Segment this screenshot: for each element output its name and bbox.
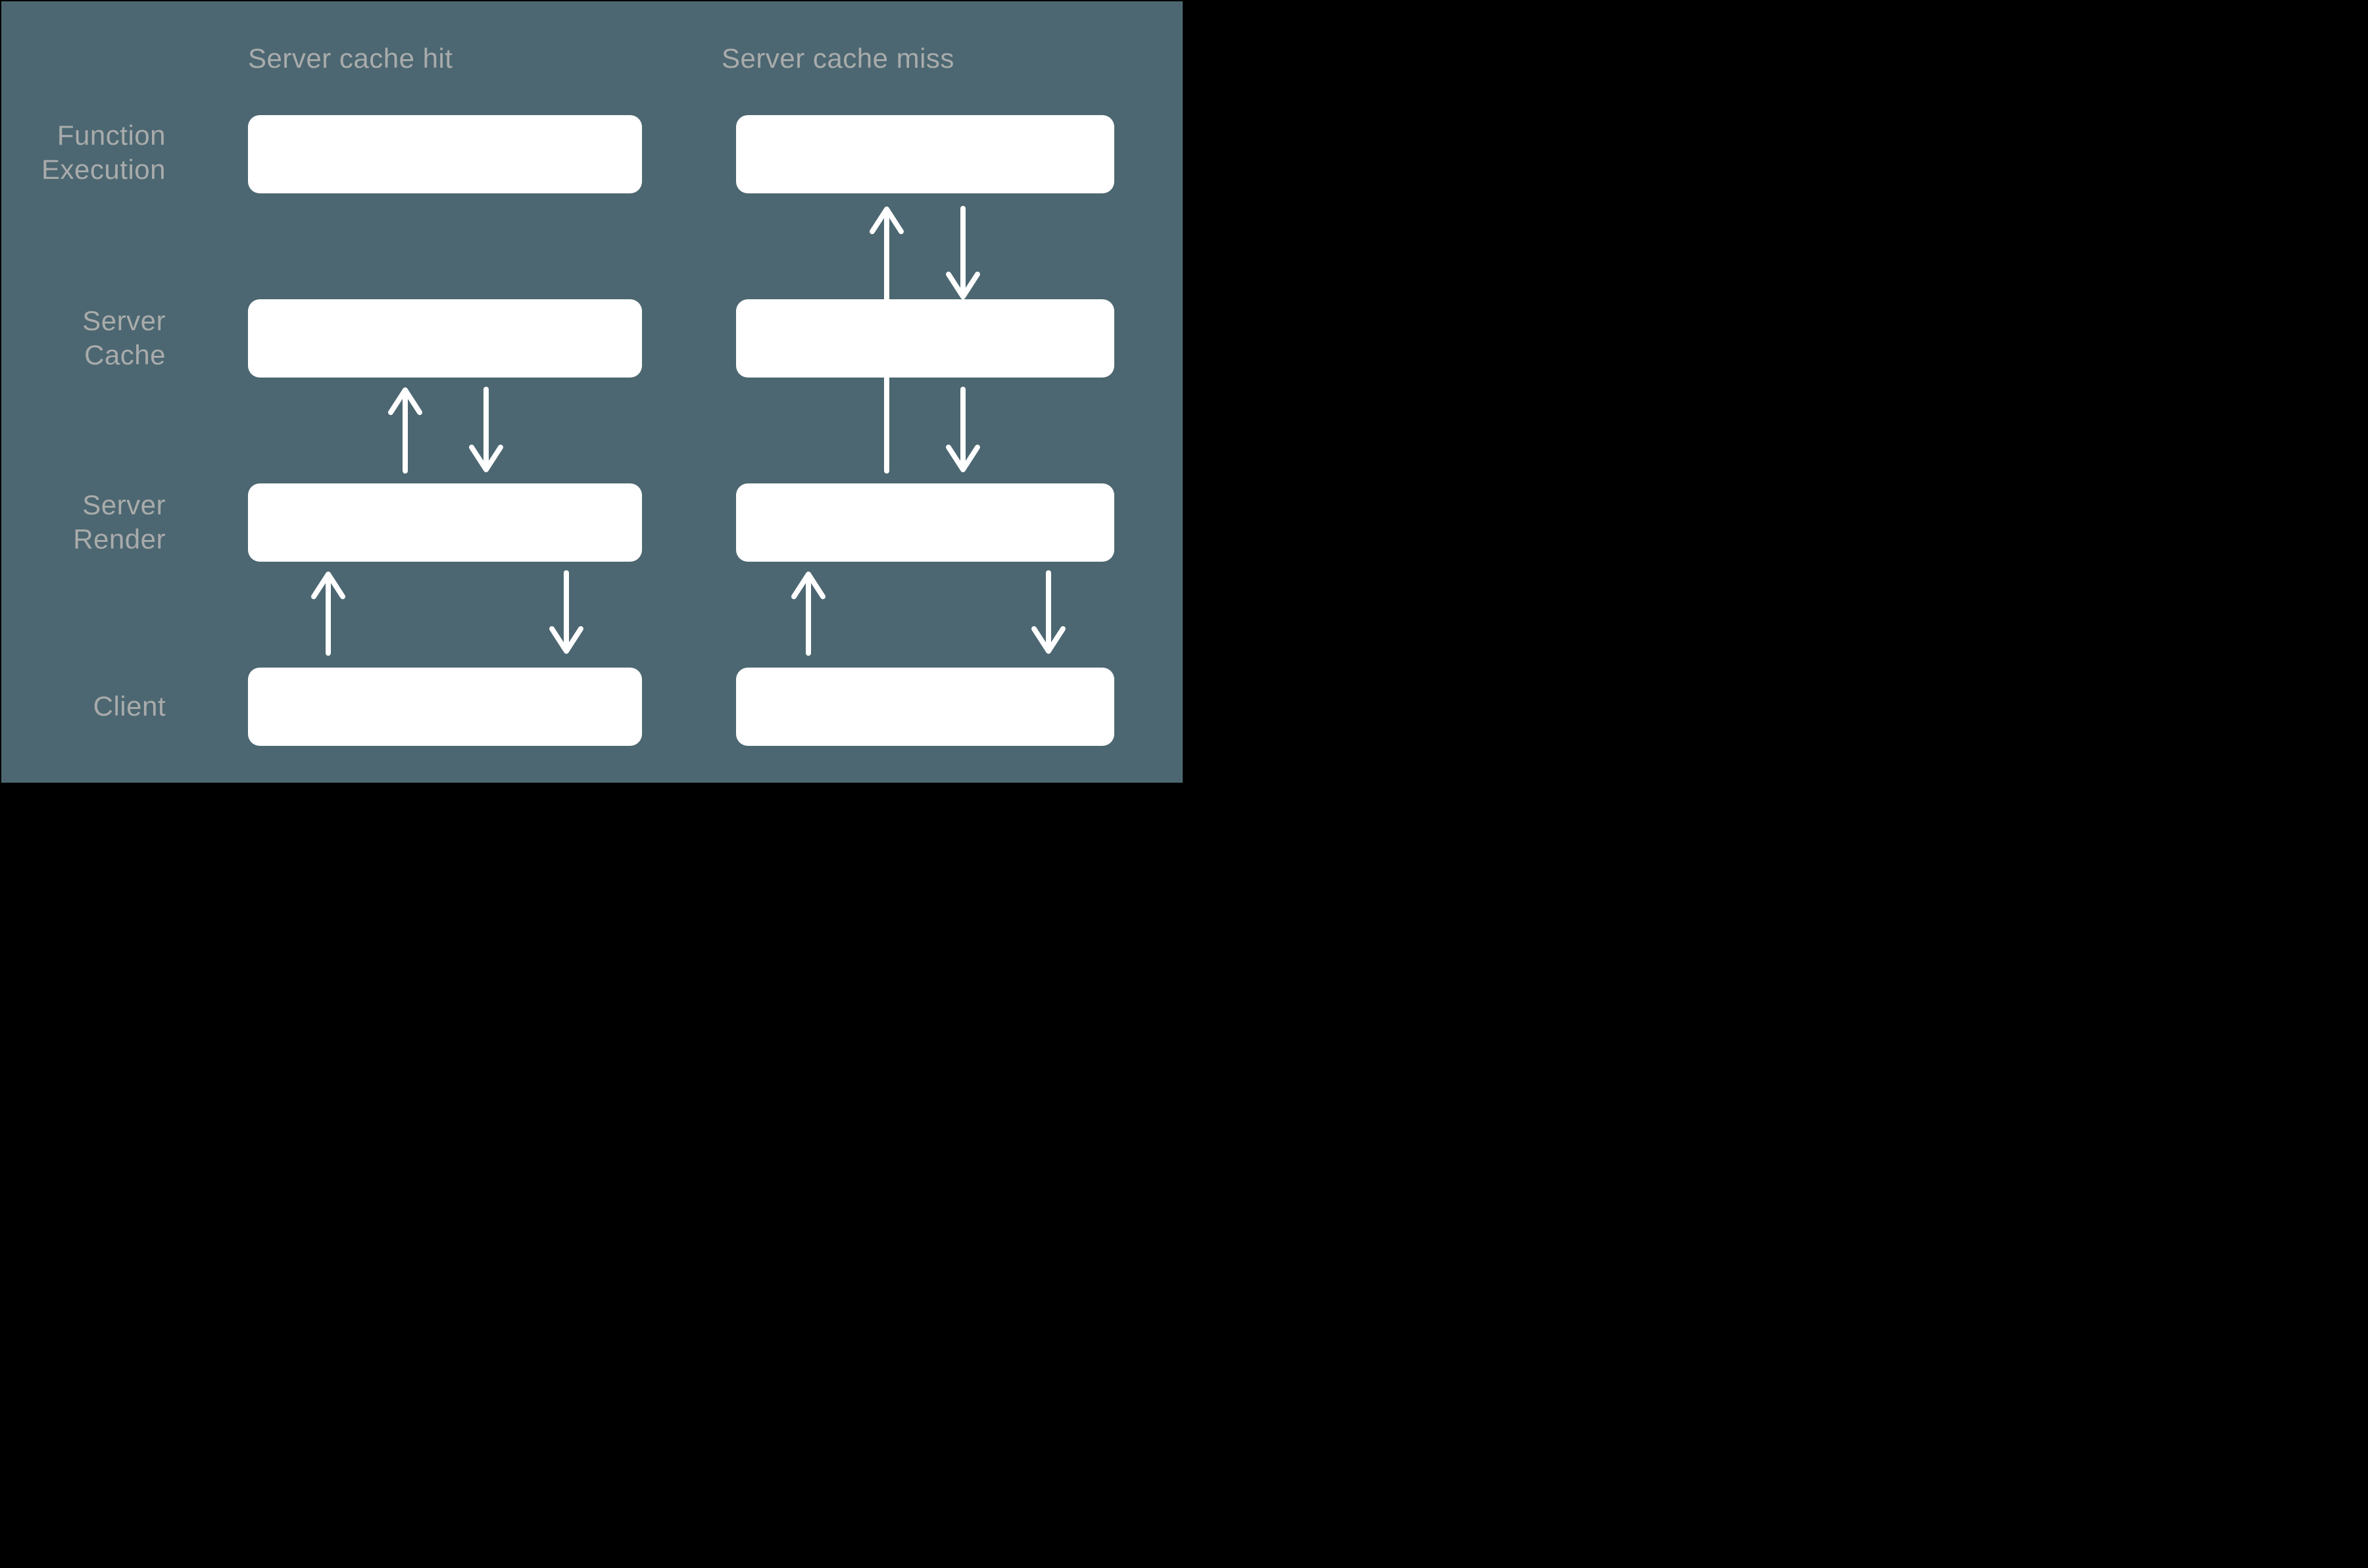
arrow-miss-function-execution-to-server-cache-down	[946, 206, 980, 299]
arrow-head	[549, 626, 583, 654]
box-hit-client	[248, 668, 642, 746]
arrow-hit-server-cache-to-server-render-down	[469, 387, 503, 472]
arrow-head	[870, 207, 904, 234]
row-label-client: Client	[93, 691, 166, 722]
column-header-server-cache-hit: Server cache hit	[248, 43, 453, 74]
arrow-hit-server-render-to-client-down	[549, 570, 583, 654]
box-hit-server-cache	[248, 299, 642, 378]
row-label-server-cache: Server Cache	[82, 305, 166, 370]
arrow-head	[311, 572, 345, 599]
diagram-canvas: Server cache hit Server cache miss Funct…	[0, 0, 1184, 784]
box-hit-function-execution	[248, 115, 642, 193]
arrow-miss-client-to-server-render-up	[791, 572, 826, 656]
arrow-hit-client-to-server-render-up	[311, 572, 345, 656]
row-label-server-render: Server Render	[73, 489, 166, 554]
row-label-function-execution: Function Execution	[41, 120, 166, 185]
arrow-head	[388, 387, 422, 415]
arrow-head	[469, 445, 503, 472]
arrow-miss-server-cache-to-server-render-down	[946, 387, 980, 472]
arrow-head	[946, 445, 980, 472]
box-miss-server-cache	[736, 299, 1114, 378]
arrow-hit-server-render-to-server-cache-up	[388, 387, 422, 474]
box-miss-server-render	[736, 483, 1114, 562]
arrow-head	[946, 272, 980, 299]
box-miss-function-execution	[736, 115, 1114, 193]
box-hit-server-render	[248, 483, 642, 562]
arrow-miss-server-render-to-client-down	[1031, 570, 1066, 654]
box-miss-client	[736, 668, 1114, 746]
arrow-head	[1031, 626, 1066, 654]
arrow-head	[791, 572, 826, 599]
column-header-server-cache-miss: Server cache miss	[722, 43, 954, 74]
